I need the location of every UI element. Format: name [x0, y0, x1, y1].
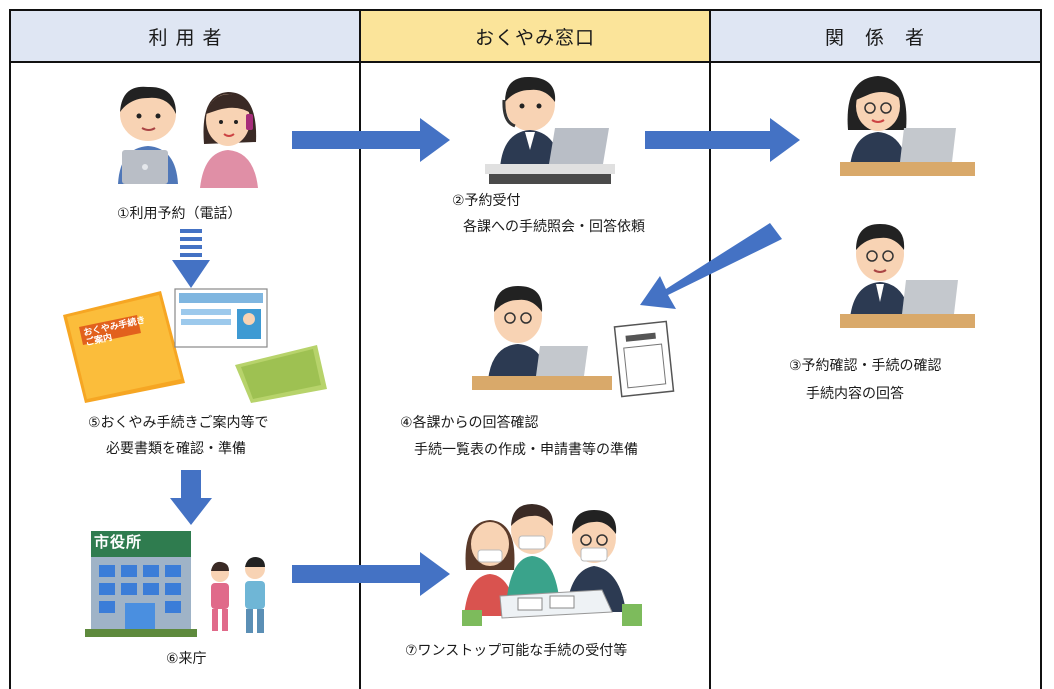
column-header-related: 関 係 者	[710, 11, 1040, 61]
step-3-caption: ③予約確認・手続の確認	[789, 358, 942, 374]
staff-woman-illustration	[840, 76, 975, 176]
column-border-2	[709, 9, 711, 689]
receptionist-illustration	[485, 76, 615, 184]
column-border-1	[359, 9, 361, 689]
step-7-caption: ⑦ワンストップ可能な手続の受付等	[405, 643, 628, 659]
man-with-laptop-icon	[118, 86, 178, 184]
column-border-right	[1040, 9, 1042, 689]
users-calling-illustration	[118, 86, 258, 188]
step-4-caption: ④各課からの回答確認	[400, 415, 539, 431]
document-icon	[613, 320, 675, 398]
laptop-icon	[900, 128, 956, 162]
equals-arrow-down	[172, 229, 210, 288]
step-4-detail: 手続一覧表の作成・申請書等の準備	[414, 442, 638, 458]
arrow-right-2	[645, 118, 800, 162]
pension-book-icon	[235, 345, 327, 403]
step-1-caption: ①利用予約（電話）	[117, 206, 242, 222]
id-card-icon	[174, 288, 268, 348]
arrow-down	[170, 470, 212, 525]
laptop-icon	[549, 128, 609, 164]
column-header-user: 利 用 者	[11, 11, 360, 61]
step-5-detail: 必要書類を確認・準備	[106, 441, 246, 457]
step-5-caption: ⑤おくやみ手続きご案内等で	[88, 415, 269, 431]
counter-table-icon	[462, 589, 642, 626]
laptop-icon	[902, 280, 958, 314]
woman-on-phone-icon	[200, 92, 258, 188]
one-stop-counter-illustration	[462, 504, 642, 626]
arrow-right-3	[292, 552, 450, 596]
city-hall-visit-illustration	[85, 531, 265, 637]
staff-man-illustration	[840, 224, 975, 328]
table-top-border	[9, 9, 1042, 11]
step-2-caption: ②予約受付	[452, 193, 521, 209]
staff-review-illustration	[472, 286, 675, 398]
guide-book-icon	[63, 291, 185, 403]
headset-icon	[502, 99, 516, 128]
column-header-window: おくやみ窓口	[360, 11, 710, 61]
step-6-caption: ⑥来庁	[166, 651, 207, 667]
step-3-detail: 手続内容の回答	[806, 386, 904, 402]
column-border-left	[9, 9, 11, 689]
visitors-icon	[211, 557, 265, 633]
step-2-detail: 各課への手続照会・回答依頼	[463, 219, 645, 235]
arrow-diagonal	[640, 223, 782, 309]
city-hall-sign: 市役所	[94, 533, 143, 551]
header-divider	[9, 61, 1042, 63]
laptop-icon	[536, 346, 588, 376]
documents-illustration	[63, 288, 327, 403]
arrow-right-1	[292, 118, 450, 162]
city-hall-icon	[85, 531, 197, 637]
